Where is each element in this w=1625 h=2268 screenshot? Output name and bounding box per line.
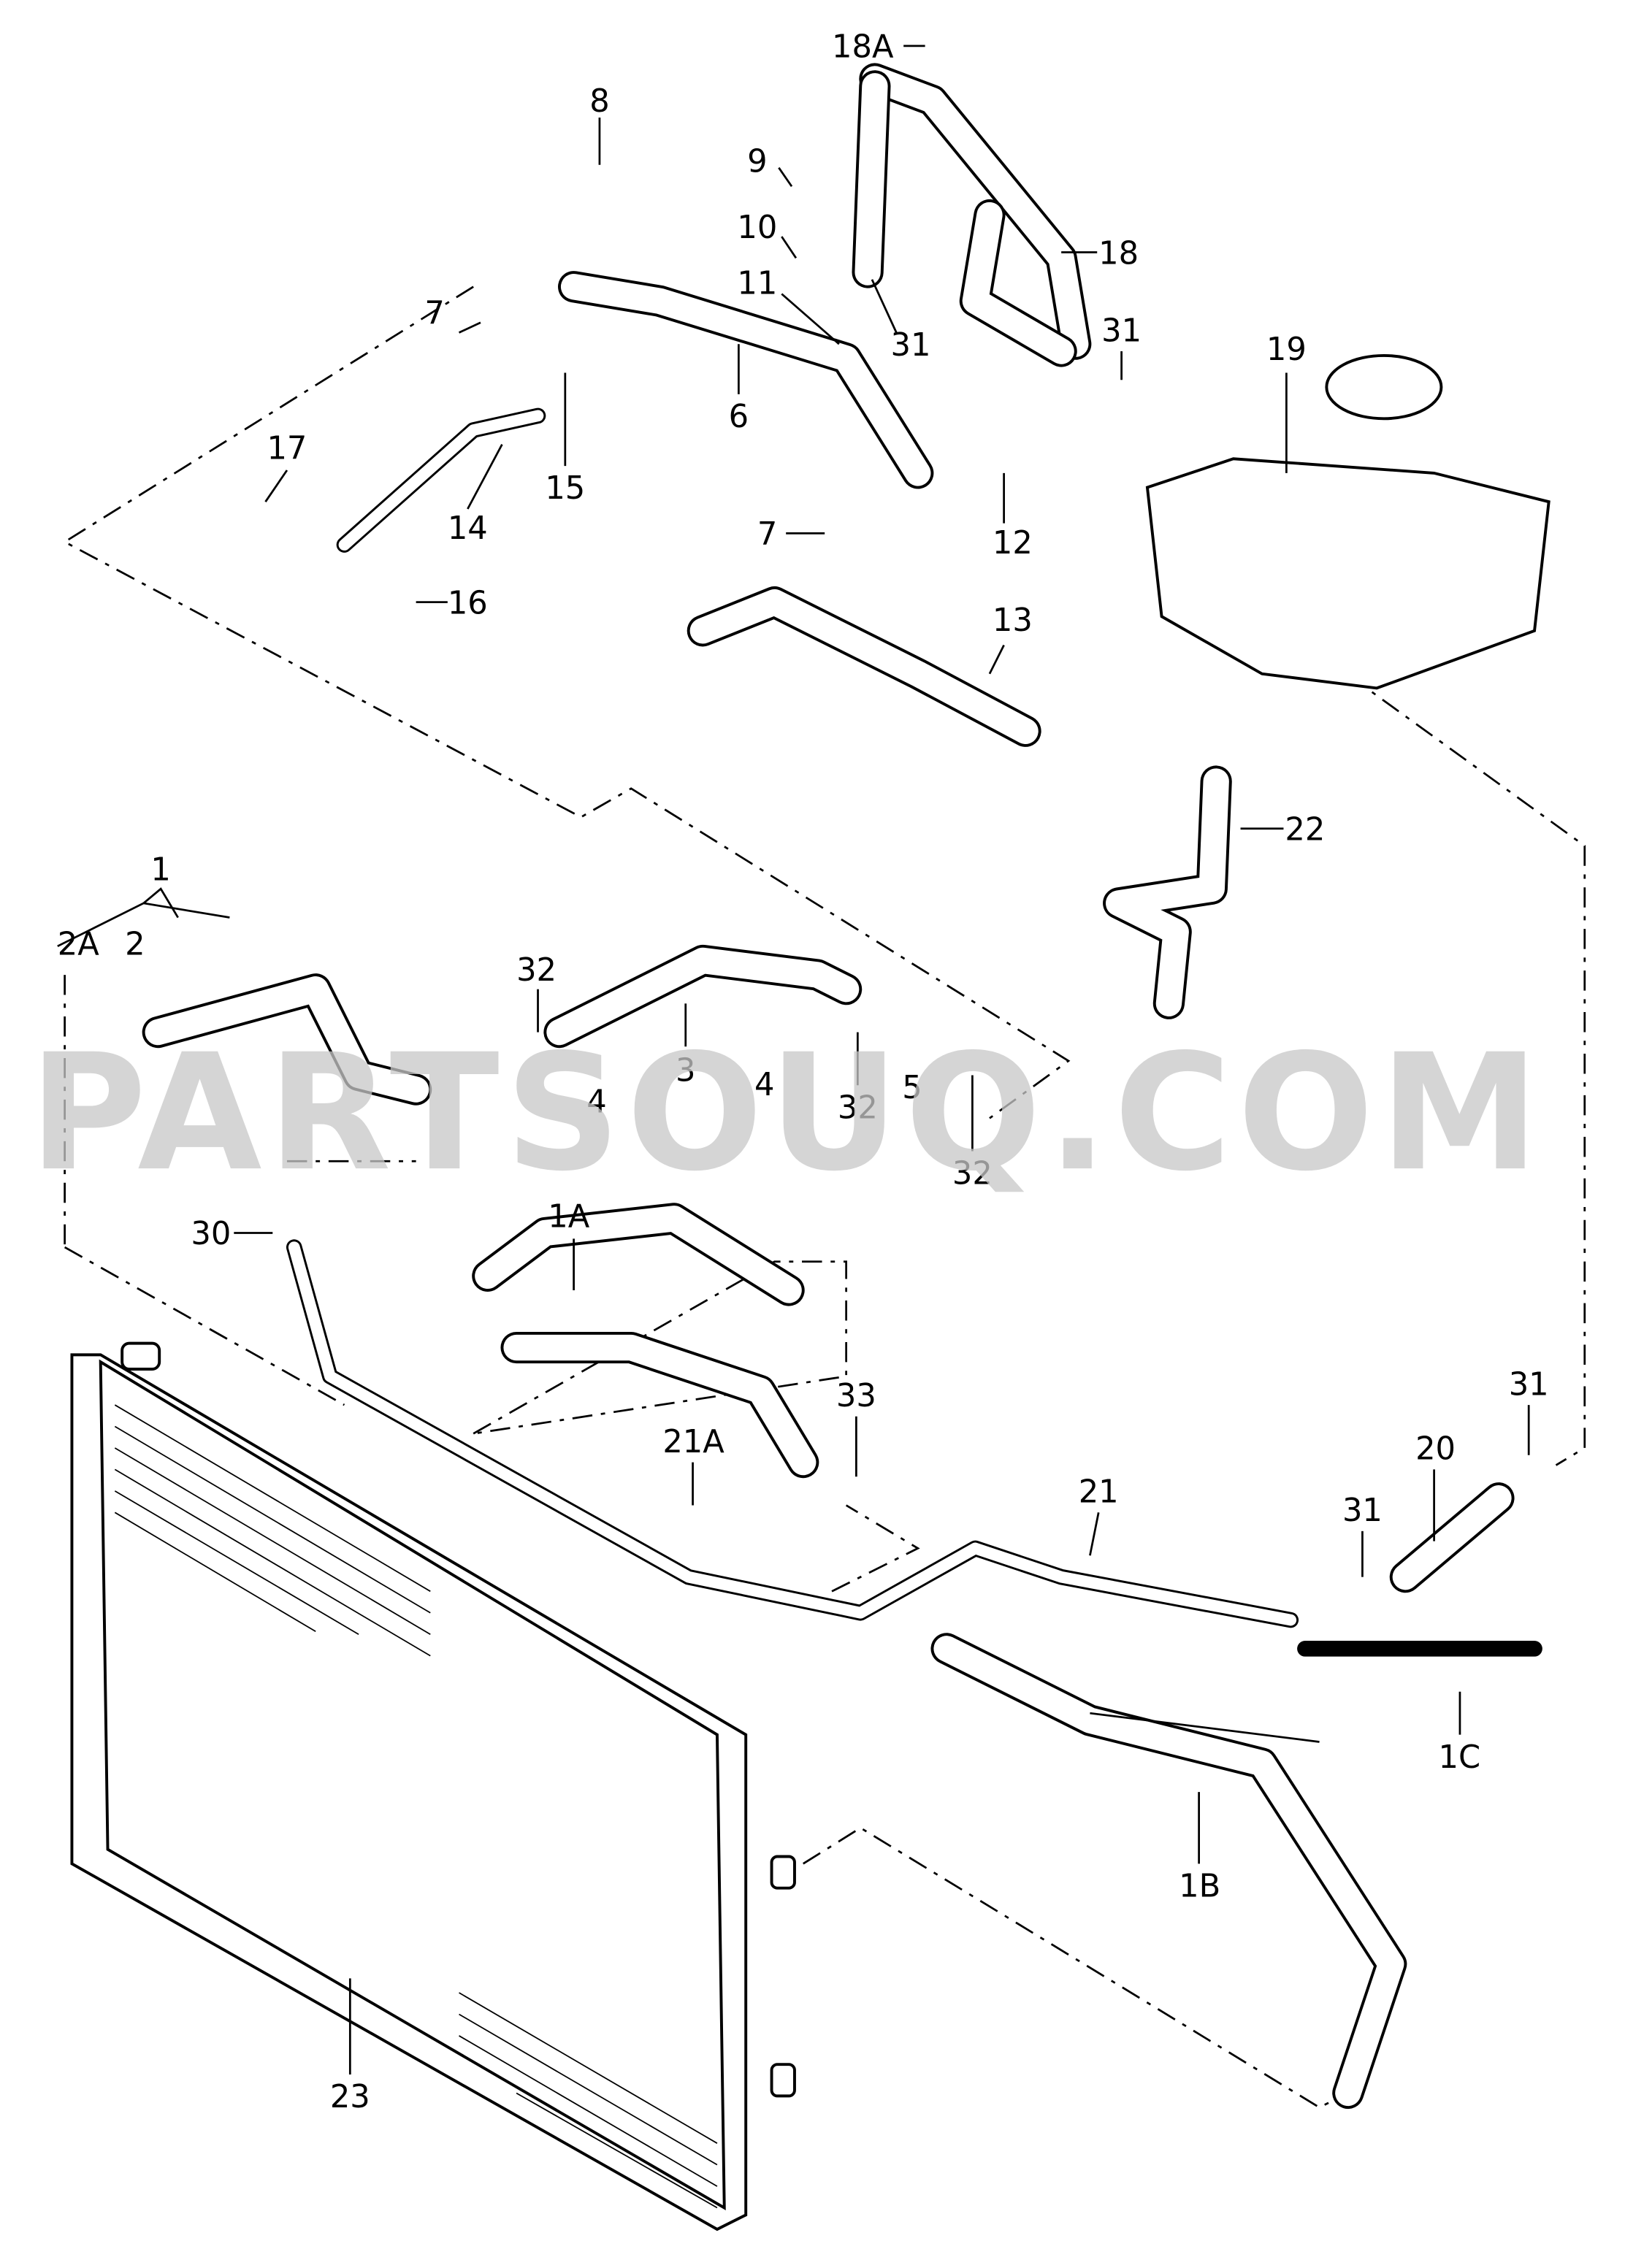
label-32[interactable]: 32	[952, 1156, 993, 1192]
label-31[interactable]: 31	[1101, 313, 1142, 349]
radiator	[70, 1341, 796, 2231]
label-6[interactable]: 6	[729, 399, 749, 435]
label-23[interactable]: 23	[330, 2079, 370, 2115]
label-2[interactable]: 2	[125, 927, 145, 963]
label-21A[interactable]: 21A	[662, 1424, 724, 1460]
label-3[interactable]: 3	[676, 1052, 695, 1089]
label-33[interactable]: 33	[836, 1378, 876, 1414]
label-1B[interactable]: 1B	[1179, 1868, 1220, 1904]
label-10[interactable]: 10	[737, 210, 777, 246]
label-7[interactable]: 7	[424, 296, 444, 332]
label-31[interactable]: 31	[1342, 1493, 1383, 1529]
label-16[interactable]: 16	[448, 585, 488, 621]
leader-lines	[57, 45, 1530, 2074]
label-1[interactable]: 1	[150, 851, 170, 888]
label-32[interactable]: 32	[838, 1089, 878, 1126]
label-9[interactable]: 9	[747, 144, 767, 180]
expansion-tank	[1145, 353, 1551, 690]
label-17[interactable]: 17	[267, 430, 307, 467]
label-1C[interactable]: 1C	[1438, 1739, 1480, 1776]
label-5[interactable]: 5	[902, 1070, 922, 1106]
label-14[interactable]: 14	[448, 510, 488, 547]
label-4[interactable]: 4	[586, 1084, 606, 1121]
hoses	[142, 63, 1542, 2110]
label-32[interactable]: 32	[516, 952, 557, 989]
label-31[interactable]: 31	[891, 327, 931, 364]
label-15[interactable]: 15	[545, 470, 585, 507]
label-8[interactable]: 8	[589, 83, 609, 120]
group-outlines	[62, 286, 1586, 2109]
label-30[interactable]: 30	[191, 1216, 231, 1252]
watermark: PARTSOUQ.COM	[29, 1019, 1545, 1206]
label-13[interactable]: 13	[993, 602, 1033, 639]
label-21[interactable]: 21	[1079, 1474, 1119, 1511]
label-7[interactable]: 7	[757, 516, 777, 553]
label-2A[interactable]: 2A	[58, 927, 99, 963]
label-1A[interactable]: 1A	[548, 1199, 589, 1235]
label-18A[interactable]: 18A	[832, 29, 894, 66]
label-19[interactable]: 19	[1266, 332, 1307, 368]
label-18[interactable]: 18	[1098, 235, 1139, 272]
label-4[interactable]: 4	[754, 1067, 774, 1103]
label-12[interactable]: 12	[993, 525, 1033, 562]
part-labels: 18A 8 9 10 18 11 31 31 19 7 6 15 17 14 7…	[58, 29, 1549, 2116]
label-11[interactable]: 11	[737, 265, 777, 302]
label-20[interactable]: 20	[1415, 1431, 1456, 1468]
label-22[interactable]: 22	[1285, 812, 1325, 848]
label-31[interactable]: 31	[1509, 1366, 1549, 1403]
